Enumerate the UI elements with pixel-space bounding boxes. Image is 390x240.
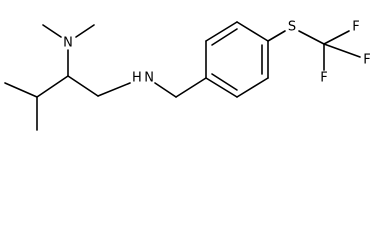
bond-ring-s — [267, 30, 286, 42]
bond-ch-isopropyl — [36, 75, 69, 98]
bond-c-f-right — [323, 43, 361, 58]
bond-isopropyl-methyl-a — [4, 82, 38, 98]
atom-n-dimethyl: N — [63, 36, 73, 51]
bond-nh-ch2 — [154, 82, 177, 98]
atom-nh: H N — [132, 71, 154, 86]
bond-ch2-ring — [175, 77, 207, 98]
ring-bond-3 — [236, 21, 269, 42]
bond-ch-ch2 — [67, 75, 99, 97]
atom-fluorine-bottom: F — [320, 71, 327, 86]
bond-c-f-top — [323, 30, 350, 45]
ring-double-bond-1 — [211, 28, 238, 46]
ring-bond-6 — [205, 77, 238, 98]
ring-double-bond-3 — [211, 73, 238, 91]
ring-bond-2 — [205, 21, 238, 42]
bond-ch2-nh — [97, 82, 131, 97]
bond-s-cf3 — [298, 30, 325, 45]
bond-methyl-upper-right — [75, 24, 95, 38]
atom-fluorine-top: F — [352, 20, 359, 35]
ring-bond-5 — [236, 77, 269, 98]
atom-sulfur: S — [288, 20, 296, 35]
bond-methyl-upper-left — [42, 24, 62, 38]
structural-formula: N H N S F F F — [4, 20, 371, 131]
atom-fluorine-right: F — [363, 53, 370, 68]
